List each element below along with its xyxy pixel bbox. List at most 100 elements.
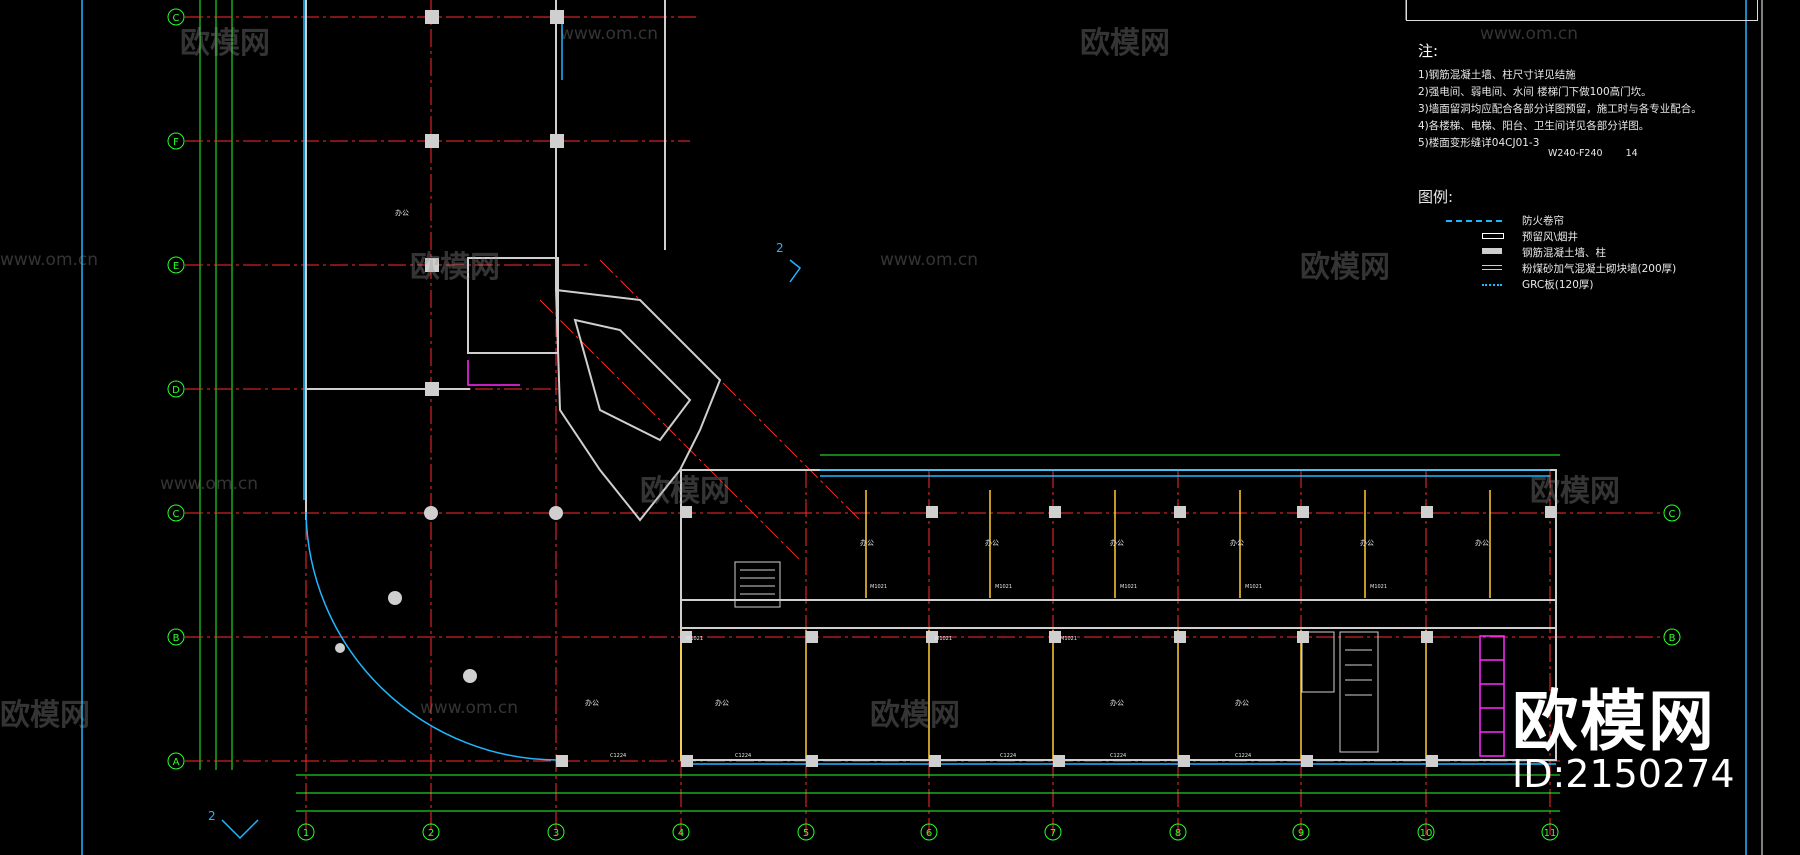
model-id: ID:2150274 bbox=[1512, 752, 1735, 796]
room-label: 办公 bbox=[1110, 698, 1124, 707]
note-item: 2)强电间、弱电间、水间 楼梯门下做100高门坎。 bbox=[1418, 86, 1652, 98]
column-axis-bubble: 1 bbox=[297, 823, 315, 841]
window-code: C1224 bbox=[1000, 753, 1016, 759]
door-code: M1021 bbox=[686, 636, 703, 642]
svg-text:10: 10 bbox=[1420, 828, 1433, 839]
row-axis-bubble: E bbox=[167, 256, 185, 274]
column-axis-bubble: 2 bbox=[422, 823, 440, 841]
column-axis-bubble: 5 bbox=[797, 823, 815, 841]
sheet-frame bbox=[81, 0, 1763, 855]
row-axis-bubble: C bbox=[167, 8, 185, 26]
legend: 图例: 防火卷帘 预留风\烟井 钢筋混凝土墙、柱 粉煤砂加气混凝土砌块墙(200… bbox=[1418, 186, 1778, 293]
note-subref-number: 14 bbox=[1625, 148, 1638, 159]
svg-text:9: 9 bbox=[1298, 828, 1304, 839]
brand-logo-text: 欧模网 bbox=[1512, 683, 1716, 760]
svg-text:8: 8 bbox=[1175, 828, 1181, 839]
notes-list: 1)钢筋混凝土墙、柱尺寸详见结施 2)强电间、弱电间、水间 楼梯门下做100高门… bbox=[1418, 67, 1778, 152]
note-item: 3)墙面留洞均应配合各部分详图预留，施工时与各专业配合。 bbox=[1418, 103, 1702, 115]
section-mark-label: 2 bbox=[208, 809, 216, 823]
legend-item: 防火卷帘 bbox=[1418, 213, 1778, 229]
section-mark bbox=[221, 259, 802, 840]
svg-text:C: C bbox=[173, 13, 180, 24]
svg-text:4: 4 bbox=[678, 828, 684, 839]
window-codes: C1224 C1224 C1224 C1224 C1224 bbox=[610, 753, 1251, 759]
column-axis-bubble: 8 bbox=[1169, 823, 1187, 841]
door-code: M1021 bbox=[1245, 584, 1262, 590]
note-subref-code: W240-F240 bbox=[1548, 148, 1603, 159]
row-axis-bubble: C bbox=[167, 504, 185, 522]
columns bbox=[335, 10, 1557, 767]
watermark-site: www.om.cn bbox=[160, 474, 259, 494]
bottom-dimension-chain bbox=[296, 454, 1560, 812]
legend-swatch-concrete bbox=[1482, 248, 1502, 254]
row-axis-bubble-right: B bbox=[1663, 628, 1681, 646]
door-code: M1021 bbox=[995, 584, 1012, 590]
svg-text:7: 7 bbox=[1050, 828, 1056, 839]
legend-title: 图例: bbox=[1418, 188, 1454, 206]
room-label: 办公 bbox=[715, 698, 729, 707]
watermark-brand: 欧模网 bbox=[1530, 474, 1620, 509]
room-label: 办公 bbox=[1230, 538, 1244, 547]
legend-swatch-block-wall bbox=[1482, 265, 1502, 270]
note-item: 5)楼面变形缝详04CJ01-3 bbox=[1418, 137, 1540, 149]
svg-text:C: C bbox=[1669, 509, 1676, 520]
note-item: 1)钢筋混凝土墙、柱尺寸详见结施 bbox=[1418, 69, 1576, 81]
legend-item: 粉煤砂加气混凝土砌块墙(200厚) bbox=[1418, 261, 1778, 277]
legend-swatch-grc bbox=[1482, 284, 1502, 286]
column-axis-bubble: 11 bbox=[1541, 823, 1559, 841]
row-axis-bubble: F bbox=[167, 132, 185, 150]
row-axis-bubbles-right: CB bbox=[1663, 504, 1681, 646]
door-code: M1021 bbox=[1060, 636, 1077, 642]
column-axis-bubble: 9 bbox=[1292, 823, 1310, 841]
svg-text:D: D bbox=[172, 385, 180, 396]
row-axis-bubble-right: C bbox=[1663, 504, 1681, 522]
legend-item: 钢筋混凝土墙、柱 bbox=[1418, 245, 1778, 261]
svg-text:A: A bbox=[173, 757, 180, 768]
svg-text:B: B bbox=[173, 633, 180, 644]
room-label: 办公 bbox=[860, 538, 874, 547]
toilet-fixtures bbox=[467, 360, 1505, 757]
general-notes: 注: 1)钢筋混凝土墙、柱尺寸详见结施 2)强电间、弱电间、水间 楼梯门下做10… bbox=[1418, 40, 1778, 159]
watermark-site: www.om.cn bbox=[1480, 24, 1579, 44]
note-subref: W240-F240 14 bbox=[1548, 148, 1778, 159]
door-code: M1021 bbox=[935, 636, 952, 642]
legend-item: GRC板(120厚) bbox=[1418, 277, 1778, 293]
watermark-site: www.om.cn bbox=[880, 250, 979, 270]
svg-text:1: 1 bbox=[303, 828, 309, 839]
left-dimension-chain bbox=[199, 0, 233, 770]
watermark-site: www.om.cn bbox=[420, 698, 519, 718]
watermark-brand: 欧模网 bbox=[870, 698, 960, 733]
column-axis-bubble: 3 bbox=[547, 823, 565, 841]
watermark-brand: 欧模网 bbox=[640, 474, 730, 509]
legend-swatch-shaft bbox=[1482, 233, 1504, 239]
legend-label: 粉煤砂加气混凝土砌块墙(200厚) bbox=[1522, 263, 1677, 275]
legend-swatch-fire-shutter bbox=[1446, 220, 1502, 222]
room-label: 办公 bbox=[395, 208, 409, 217]
room-label: 办公 bbox=[585, 698, 599, 707]
svg-text:11: 11 bbox=[1544, 828, 1557, 839]
window-code: C1224 bbox=[735, 753, 751, 759]
svg-text:5: 5 bbox=[803, 828, 809, 839]
room-label: 办公 bbox=[1110, 538, 1124, 547]
window-code: C1224 bbox=[1235, 753, 1251, 759]
window-code: C1224 bbox=[1110, 753, 1126, 759]
notes-title: 注: bbox=[1418, 42, 1439, 60]
legend-item: 预留风\烟井 bbox=[1418, 229, 1778, 245]
svg-text:2: 2 bbox=[428, 828, 434, 839]
legend-label: GRC板(120厚) bbox=[1522, 279, 1594, 291]
door-code: M1021 bbox=[1120, 584, 1137, 590]
legend-label: 防火卷帘 bbox=[1522, 215, 1564, 227]
room-label: 办公 bbox=[985, 538, 999, 547]
cores bbox=[734, 561, 1379, 753]
watermark-site: www.om.cn bbox=[560, 24, 659, 44]
watermark-brand: 欧模网 bbox=[0, 698, 90, 733]
row-axis-bubble: A bbox=[167, 752, 185, 770]
wing-walls bbox=[305, 0, 1557, 761]
room-labels: 办公 办公 办公 办公 办公 办公 办公 办公 办公 办公 办公 bbox=[395, 208, 1489, 707]
door-codes: M1021 M1021 M1021 M1021 M1021 M1021 M102… bbox=[686, 584, 1387, 642]
room-label: 办公 bbox=[1475, 538, 1489, 547]
svg-text:F: F bbox=[173, 137, 179, 148]
watermark-site: www.om.cn bbox=[0, 250, 99, 270]
